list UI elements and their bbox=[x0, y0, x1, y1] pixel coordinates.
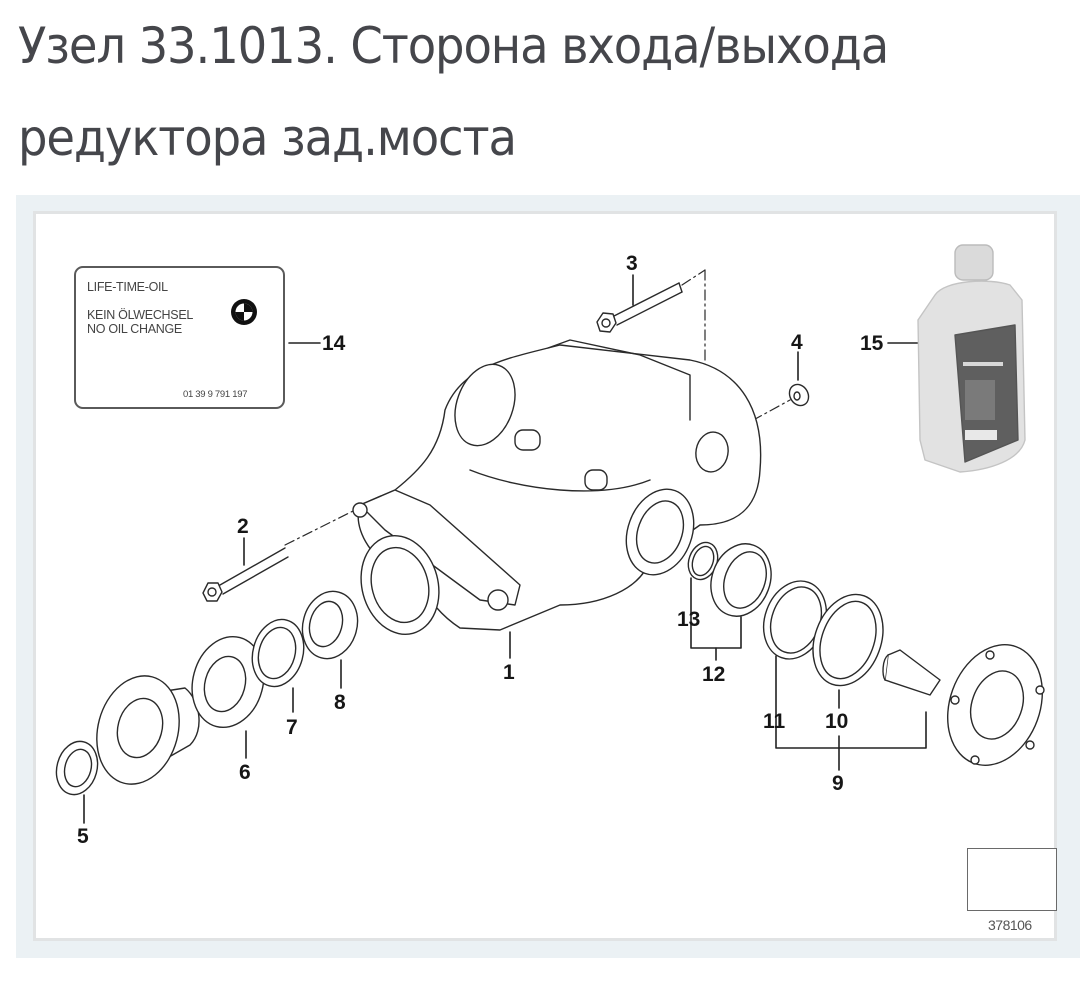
input-side-parts bbox=[55, 590, 359, 796]
callout-8[interactable]: 8 bbox=[334, 691, 346, 714]
callout-11[interactable]: 11 bbox=[763, 710, 786, 733]
leader-lines bbox=[83, 274, 927, 824]
callout-2[interactable]: 2 bbox=[237, 515, 249, 538]
label-part-number: 01 39 9 791 197 bbox=[183, 389, 248, 400]
bushing-4-drawing bbox=[788, 383, 810, 407]
callout-6[interactable]: 6 bbox=[239, 761, 251, 784]
label-card-life-time-oil: LIFE-TIME-OIL KEIN ÖLWECHSEL NO OIL CHAN… bbox=[74, 266, 285, 409]
callout-1[interactable]: 1 bbox=[503, 661, 515, 684]
callout-9[interactable]: 9 bbox=[832, 772, 844, 795]
callout-13[interactable]: 13 bbox=[677, 608, 701, 631]
differential-housing-drawing bbox=[352, 339, 762, 635]
bolt-2-drawing bbox=[202, 547, 289, 602]
diagram-reference-number: 378106 bbox=[988, 917, 1032, 933]
title-line-2: редуктора зад.моста bbox=[18, 109, 517, 167]
callout-3[interactable]: 3 bbox=[626, 252, 638, 275]
callout-12[interactable]: 12 bbox=[702, 663, 726, 686]
callout-4[interactable]: 4 bbox=[791, 331, 803, 354]
label-line-3: NO OIL CHANGE bbox=[87, 322, 182, 336]
view-direction-box bbox=[967, 848, 1057, 911]
callout-15[interactable]: 15 bbox=[860, 332, 884, 355]
oil-bottle-drawing bbox=[917, 244, 1026, 473]
page-title: Узел 33.1013. Сторона входа/выхода редук… bbox=[18, 0, 1004, 184]
callout-10[interactable]: 10 bbox=[825, 710, 849, 733]
callout-7[interactable]: 7 bbox=[286, 716, 298, 739]
output-side-parts bbox=[687, 541, 1045, 766]
callout-14[interactable]: 14 bbox=[322, 332, 346, 355]
label-line-1: LIFE-TIME-OIL bbox=[87, 280, 168, 294]
bmw-roundel-icon bbox=[231, 299, 257, 325]
bolt-3-drawing bbox=[596, 282, 683, 333]
callout-5[interactable]: 5 bbox=[77, 825, 89, 848]
label-line-2: KEIN ÖLWECHSEL bbox=[87, 308, 194, 322]
title-line-1: Узел 33.1013. Сторона входа/выхода bbox=[18, 17, 889, 75]
